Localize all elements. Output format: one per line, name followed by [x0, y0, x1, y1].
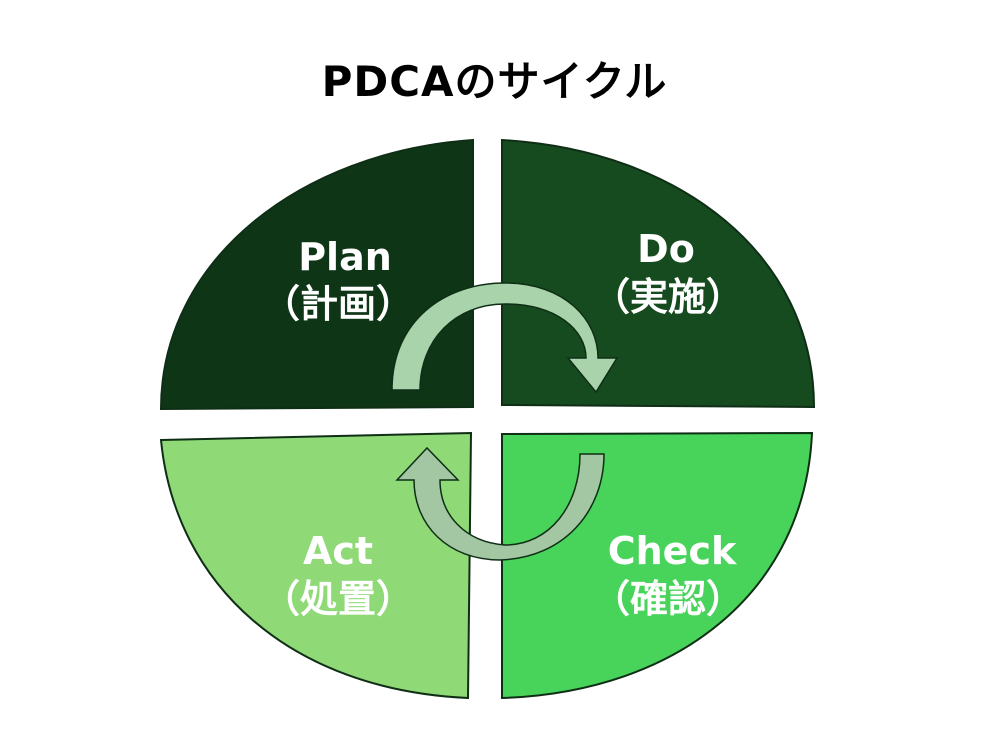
do-label: Do	[637, 227, 695, 271]
page-title: PDCAのサイクル	[321, 57, 668, 106]
check-to-act-arrow	[395, 446, 605, 561]
plan-sublabel: （計画）	[262, 282, 414, 326]
act-quadrant	[159, 431, 473, 700]
plan-label: Plan	[298, 235, 392, 279]
check-label: Check	[608, 529, 737, 573]
do-sublabel: （実施）	[592, 275, 744, 319]
act-sublabel: （処置）	[262, 577, 414, 621]
act-label: Act	[303, 529, 373, 573]
plan-to-do-arrow	[391, 282, 619, 394]
plan-quadrant	[159, 138, 474, 411]
do-quadrant	[501, 138, 816, 409]
check-sublabel: （確認）	[592, 577, 744, 621]
